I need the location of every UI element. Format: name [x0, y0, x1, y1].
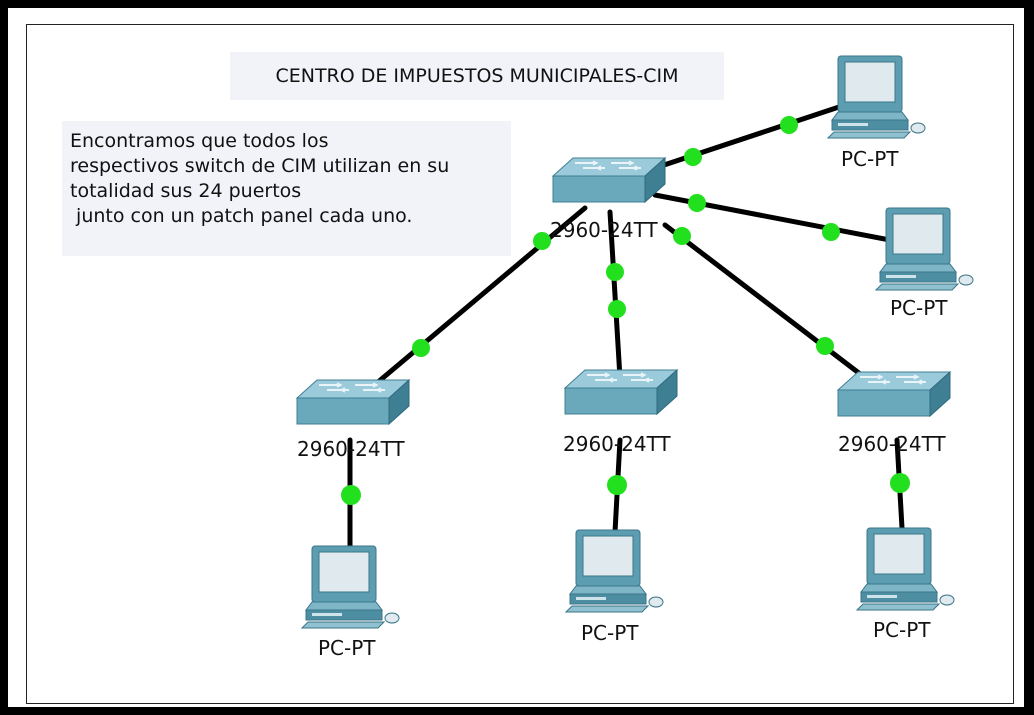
switch-right[interactable]: 2960-24TT [837, 371, 951, 456]
switch-middle-label: 2960-24TT [563, 432, 671, 456]
link-core-switch-left [375, 205, 588, 385]
link-status-dot [816, 337, 834, 355]
link-status-dot [608, 300, 626, 318]
note-line-2: respectivos switch de CIM utilizan en su [70, 155, 450, 177]
switch-left[interactable]: 2960-24TT [296, 379, 410, 461]
switch-icon [564, 369, 678, 415]
note-text-box: Encontramos que todos los respectivos sw… [62, 121, 511, 256]
link-status-dot [673, 227, 691, 245]
pc-top-right-label: PC-PT [841, 147, 899, 171]
pc-bottom-right-label: PC-PT [873, 618, 931, 642]
switch-middle[interactable]: 2960-24TT [563, 369, 678, 456]
link-core-switch-middle [607, 209, 623, 381]
pc-left-label: PC-PT [318, 636, 376, 660]
switch-right-label: 2960-24TT [838, 432, 946, 456]
link-status-dot [890, 473, 910, 493]
link-status-dot [780, 116, 798, 134]
link-status-dot [822, 223, 840, 241]
note-line-1: Encontramos que todos los [70, 130, 329, 152]
pc-right[interactable]: PC-PT [875, 207, 974, 320]
pc-middle[interactable]: PC-PT [565, 529, 664, 645]
link-status-dot [606, 263, 624, 281]
pc-icon [875, 207, 974, 291]
link-status-dot [607, 475, 627, 495]
switch-left-label: 2960-24TT [297, 437, 405, 461]
switch-icon [552, 157, 666, 203]
switch-icon [296, 379, 410, 425]
pc-icon [565, 529, 664, 613]
note-line-3: totalidad sus 24 puertos [70, 180, 302, 202]
diagram-frame [26, 24, 1014, 704]
link-status-dot [412, 339, 430, 357]
pc-icon [856, 527, 955, 611]
switch-icon [837, 371, 951, 417]
link-status-dots [341, 116, 910, 505]
pc-bottom-right[interactable]: PC-PT [856, 527, 955, 642]
pc-middle-label: PC-PT [581, 621, 639, 645]
core-switch[interactable]: 2960-24TT [550, 157, 666, 242]
diagram-title: CENTRO DE IMPUESTOS MUNICIPALES-CIM [230, 52, 724, 100]
link-status-dot [688, 194, 706, 212]
pc-right-label: PC-PT [890, 296, 948, 320]
pc-top-right[interactable]: PC-PT [827, 55, 926, 171]
link-status-dot [533, 232, 551, 250]
pc-left[interactable]: PC-PT [301, 545, 400, 660]
link-core-pc-top-right [652, 102, 848, 171]
core-switch-label: 2960-24TT [550, 218, 658, 242]
link-status-dot [341, 485, 361, 505]
pc-icon [827, 55, 926, 139]
note-line-4: junto con un patch panel cada uno. [70, 205, 413, 227]
link-status-dot [684, 148, 702, 166]
pc-icon [301, 545, 400, 629]
link-core-switch-right [662, 222, 871, 383]
